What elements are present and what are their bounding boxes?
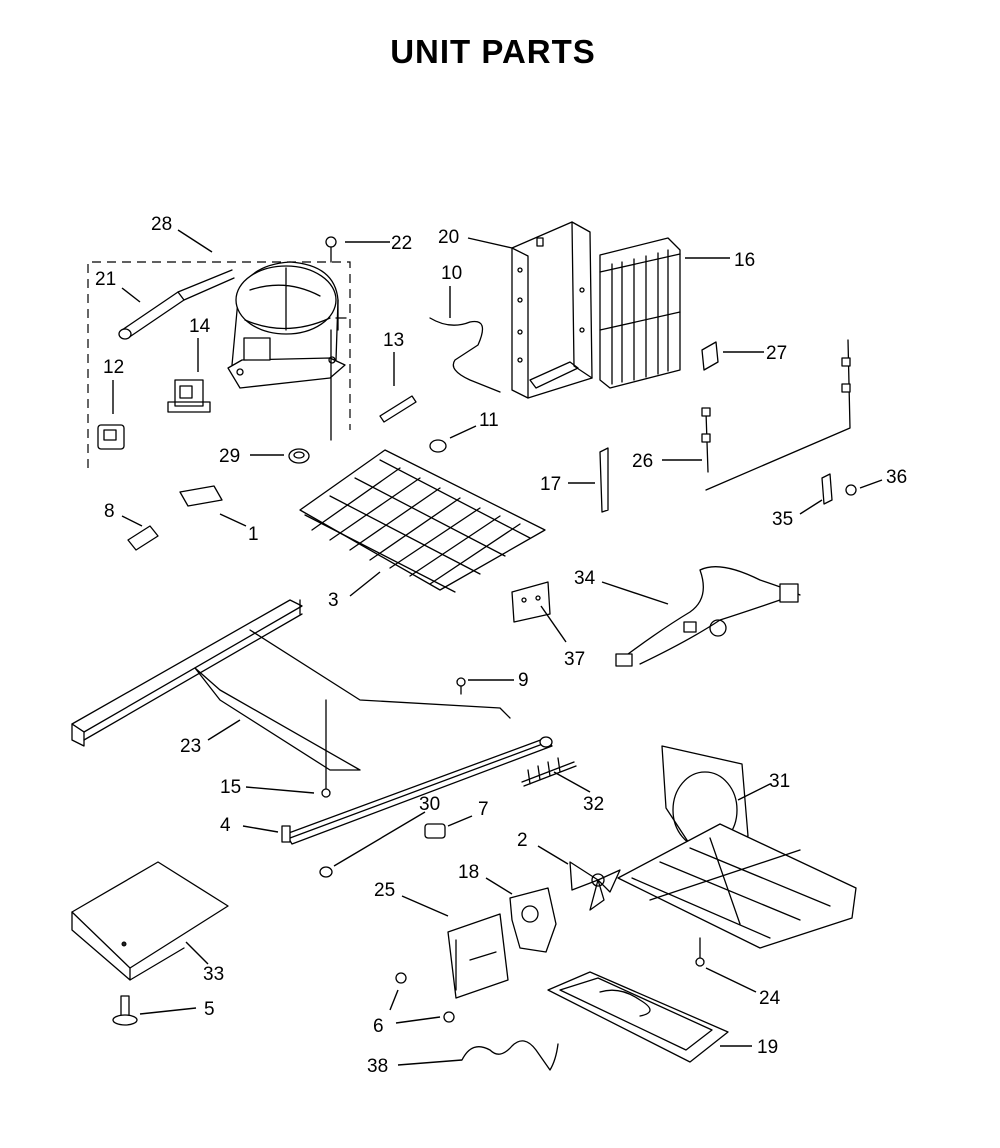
callout-4: 4 xyxy=(220,815,231,836)
callout-23: 23 xyxy=(180,736,201,757)
callout-26: 26 xyxy=(632,451,653,472)
tube-26-part xyxy=(701,339,851,491)
callout-16: 16 xyxy=(734,250,755,271)
condenser-shroud-part xyxy=(511,221,593,399)
callout-35: 35 xyxy=(772,509,793,530)
callout-28: 28 xyxy=(151,214,172,235)
screw-9-part xyxy=(456,677,466,695)
callout-34: 34 xyxy=(574,568,596,589)
diagram-title: UNIT PARTS xyxy=(390,33,596,70)
screw-24-part xyxy=(695,937,705,967)
callout-32: 32 xyxy=(583,794,604,815)
fan-shroud-part xyxy=(617,745,857,949)
wire-harness-part xyxy=(615,566,801,667)
callout-9: 9 xyxy=(518,670,529,691)
filter-drier-part xyxy=(118,269,235,340)
relay-part xyxy=(167,379,211,413)
fan-motor-part xyxy=(509,887,557,953)
tube-13-part xyxy=(379,395,417,423)
bracket-17-part xyxy=(599,447,609,513)
callout-18: 18 xyxy=(458,862,479,883)
frame-rail-part xyxy=(71,599,511,771)
plate-part xyxy=(511,581,551,623)
callout-12: 12 xyxy=(103,357,124,378)
roller-30a-part xyxy=(319,866,333,878)
grommet-29-part xyxy=(288,448,310,464)
callout-6: 6 xyxy=(373,1016,384,1037)
motor-bracket-part xyxy=(447,913,509,999)
callout-38: 38 xyxy=(367,1056,388,1077)
screw-22-part xyxy=(325,236,337,263)
screw-36-part xyxy=(845,484,857,496)
compressor-assembly-boundary xyxy=(87,261,351,468)
callout-31: 31 xyxy=(769,771,790,792)
callout-19: 19 xyxy=(757,1037,778,1058)
callout-14: 14 xyxy=(189,316,211,337)
leader-lines xyxy=(112,229,883,1066)
grommet-11-part xyxy=(429,439,447,453)
overload-part xyxy=(97,424,125,450)
axle-part xyxy=(281,737,553,845)
callout-25: 25 xyxy=(374,880,395,901)
fan-blade-part xyxy=(569,861,621,911)
condenser-part xyxy=(599,237,681,389)
insulation-part xyxy=(179,485,223,507)
callout-36: 36 xyxy=(886,467,907,488)
drain-pan-part xyxy=(547,971,729,1063)
compressor-part xyxy=(227,261,347,441)
callout-20: 20 xyxy=(438,227,459,248)
tube-10-part xyxy=(429,317,501,393)
callout-15: 15 xyxy=(220,777,241,798)
screw-6b-part xyxy=(443,1011,455,1023)
spacer-part xyxy=(127,525,159,551)
spring-part xyxy=(521,757,577,787)
callout-1: 1 xyxy=(248,524,259,545)
drain-tube-part xyxy=(461,1040,559,1071)
callout-8: 8 xyxy=(104,501,115,522)
callout-labels: 28 22 20 16 21 10 14 13 27 12 11 29 17 2… xyxy=(95,214,907,1077)
callout-3: 3 xyxy=(328,590,339,611)
callout-5: 5 xyxy=(204,999,215,1020)
clip-35-part xyxy=(821,473,833,505)
callout-33: 33 xyxy=(203,964,224,985)
callout-30: 30 xyxy=(419,794,440,815)
callout-24: 24 xyxy=(759,988,781,1009)
callout-10: 10 xyxy=(441,263,462,284)
callout-27: 27 xyxy=(766,343,787,364)
evaporator-part xyxy=(299,449,546,593)
callout-11: 11 xyxy=(479,410,499,431)
clip-27-part xyxy=(701,341,719,371)
cover-part xyxy=(71,861,229,981)
callout-2: 2 xyxy=(517,830,528,851)
roller-30b-part xyxy=(539,736,553,748)
callout-21: 21 xyxy=(95,269,116,290)
callout-13: 13 xyxy=(383,330,404,351)
callout-17: 17 xyxy=(540,474,561,495)
callout-29: 29 xyxy=(219,446,240,467)
callout-22: 22 xyxy=(391,233,412,254)
bushing-part xyxy=(424,823,446,839)
screw-6a-part xyxy=(395,972,407,984)
screw-15-part xyxy=(321,699,331,798)
leveler-part xyxy=(112,995,138,1026)
callout-37: 37 xyxy=(564,649,585,670)
callout-7: 7 xyxy=(478,799,489,820)
